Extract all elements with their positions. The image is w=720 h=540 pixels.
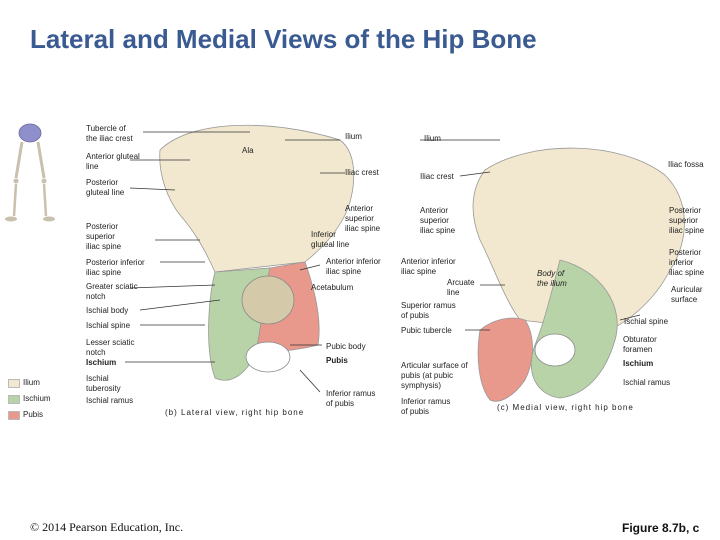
label-lateral-pubis: Pubis [326, 356, 348, 365]
figure-label: Figure 8.7b, c [622, 521, 700, 535]
medial-pubis-region [477, 317, 533, 402]
lateral-ilium-region [159, 124, 355, 273]
legend-swatch-ischium [8, 395, 20, 404]
label-tubercle-iliac-crest: Tubercle of the iliac crest [86, 124, 133, 143]
medial-ilium-region [472, 147, 685, 331]
label-medial-iliac-crest: Iliac crest [420, 172, 454, 181]
label-lateral-posterior-superior-iliac-spine: Posterior superior iliac spine [86, 222, 122, 251]
label-articular-surface-pubis: Articular surface of pubis (at pubic sym… [401, 361, 468, 390]
label-lateral-anterior-superior-iliac-spine: Anterior superior iliac spine [345, 204, 381, 233]
label-arcuate-line: Arcuate line [447, 278, 475, 297]
label-medial-anterior-superior-iliac-spine: Anterior superior iliac spine [420, 206, 456, 235]
leader-lines [125, 131, 641, 393]
copyright-notice: © 2014 Pearson Education, Inc. [30, 520, 184, 534]
label-auricular-surface: Auricular surface [671, 285, 703, 304]
label-lesser-sciatic-notch: Lesser sciatic notch [86, 338, 135, 357]
legend-swatch-pubis [8, 411, 20, 420]
label-anterior-gluteal-line: Anterior gluteal line [86, 152, 140, 171]
label-lateral-iliac-crest: Iliac crest [345, 168, 379, 177]
label-greater-sciatic-notch: Greater sciatic notch [86, 282, 138, 301]
label-lateral-ischial-spine: Ischial spine [86, 321, 131, 330]
label-posterior-gluteal-line: Posterior gluteal line [86, 178, 125, 197]
label-medial-posterior-inferior-iliac-spine: Posterior inferior iliac spine [669, 248, 705, 277]
label-lateral-ilium: Ilium [345, 132, 362, 141]
label-medial-ischium: Ischium [623, 359, 654, 368]
medial-hip-bone [472, 147, 685, 402]
label-medial-posterior-superior-iliac-spine: Posterior superior iliac spine [669, 206, 705, 235]
caption-medial-view: (c) Medial view, right hip bone [497, 403, 634, 412]
label-obturator-foramen: Obturator foramen [623, 335, 657, 354]
label-pubic-body: Pubic body [326, 342, 366, 351]
label-lateral-inferior-ramus-pubis: Inferior ramus of pubis [326, 389, 376, 408]
lateral-acetabulum [241, 275, 295, 325]
label-body-of-ilium: Body of the ilium [537, 269, 567, 288]
label-medial-ilium: Ilium [424, 134, 441, 143]
label-pubic-tubercle: Pubic tubercle [401, 326, 452, 335]
legend-label-ilium: Ilium [23, 378, 40, 387]
label-superior-ramus-pubis: Superior ramus of pubis [401, 301, 456, 320]
legend-label-pubis: Pubis [23, 410, 44, 419]
label-ischial-body: Ischial body [86, 306, 129, 315]
label-lateral-ischium: Ischium [86, 358, 117, 367]
lateral-hip-bone [159, 124, 355, 381]
label-medial-ischial-spine: Ischial spine [624, 317, 669, 326]
label-iliac-fossa: Iliac fossa [668, 160, 704, 169]
skeleton-thumbnail [5, 123, 55, 222]
label-medial-inferior-ramus-pubis: Inferior ramus of pubis [401, 397, 451, 416]
page-title: Lateral and Medial Views of the Hip Bone [30, 24, 537, 54]
caption-lateral-view: (b) Lateral view, right hip bone [165, 408, 305, 417]
label-lateral-posterior-inferior-iliac-spine: Posterior inferior iliac spine [86, 258, 145, 277]
label-ala: Ala [242, 146, 254, 155]
medial-obturator-foramen [534, 333, 576, 367]
legend-label-ischium: Ischium [23, 394, 51, 403]
label-lateral-ischial-ramus: Ischial ramus [86, 396, 134, 405]
label-lateral-anterior-inferior-iliac-spine: Anterior inferior iliac spine [326, 257, 381, 276]
label-medial-ischial-ramus: Ischial ramus [623, 378, 671, 387]
label-inferior-gluteal-line: Inferior gluteal line [311, 230, 350, 249]
label-medial-anterior-inferior-iliac-spine: Anterior inferior iliac spine [401, 257, 456, 276]
label-ischial-tuberosity: Ischial tuberosity [86, 374, 121, 393]
lateral-obturator-foramen [245, 341, 291, 373]
label-acetabulum: Acetabulum [311, 283, 354, 292]
legend-swatch-ilium [8, 379, 20, 388]
